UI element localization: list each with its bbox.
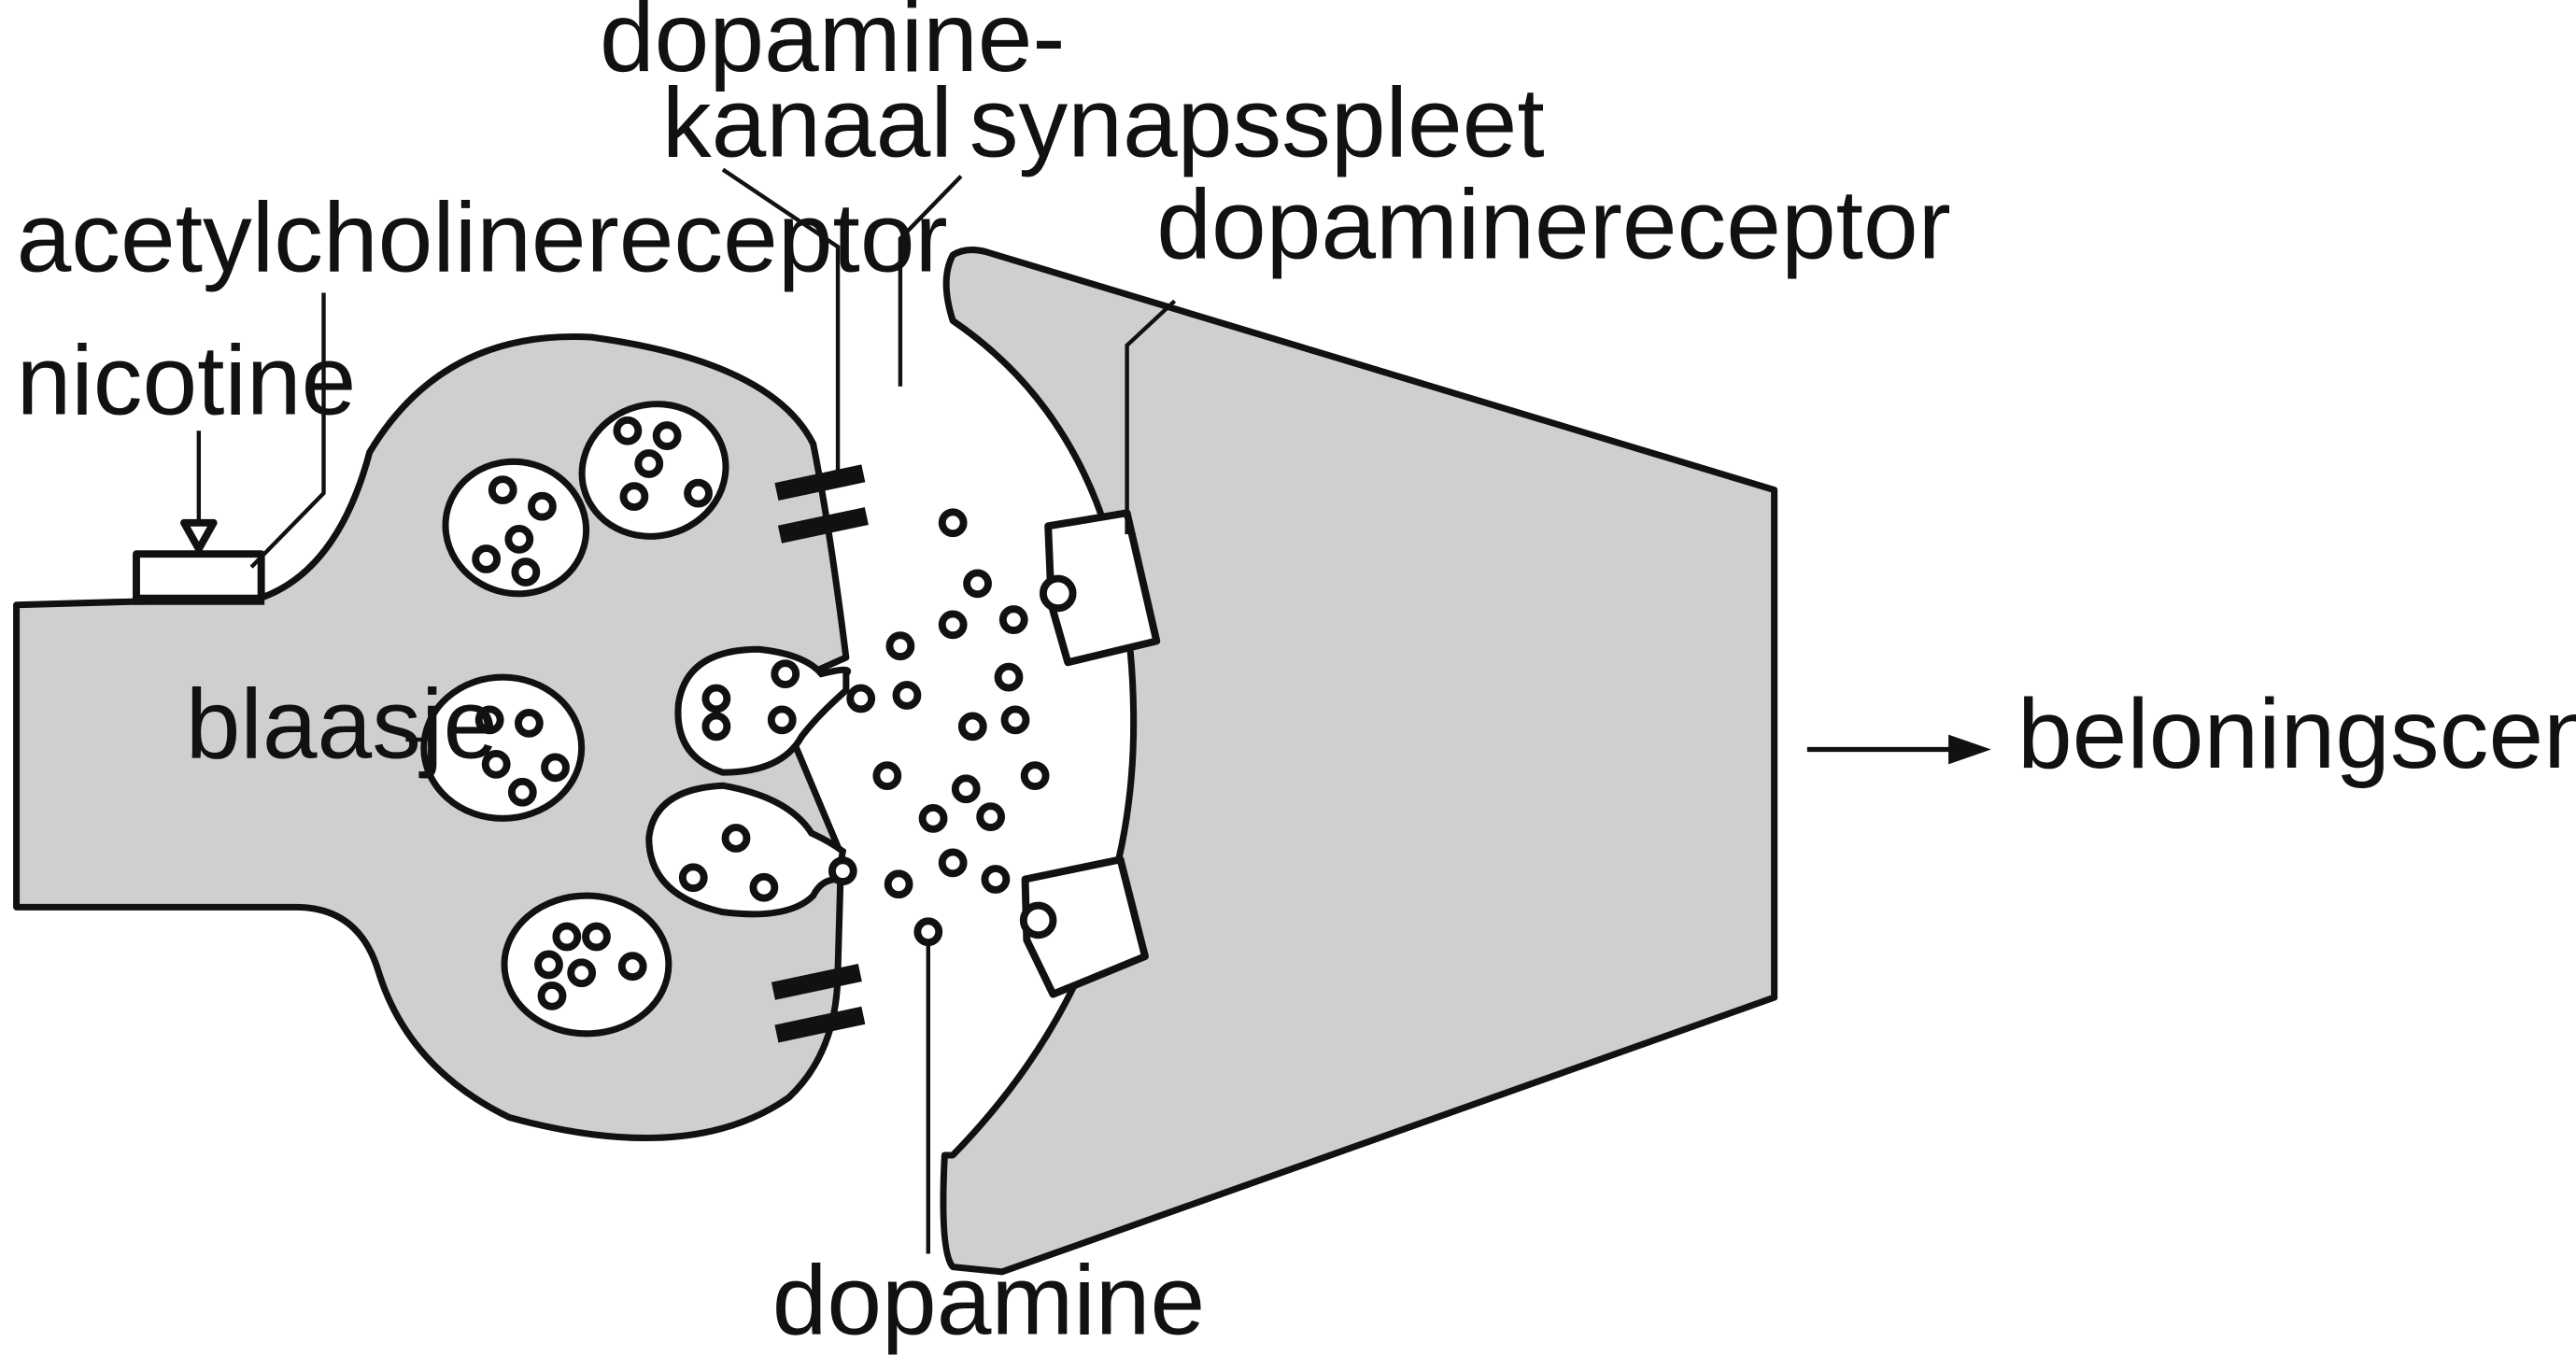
label-synaptic-cleft: synapsspleet [970, 68, 1545, 178]
dopamine-molecule [828, 856, 857, 886]
leader-acetylcholine-receptor [249, 292, 326, 569]
dopamine-molecule [1000, 705, 1030, 735]
dopamine-molecule [488, 475, 517, 504]
dopamine-receptor-upper [1044, 509, 1161, 667]
dopamine-molecule [846, 684, 876, 713]
dopamine-molecule [652, 421, 682, 450]
dopamine-molecule [474, 705, 504, 735]
dopamine-molecule [918, 803, 948, 833]
dopamine-molecule [951, 774, 981, 804]
dopamine-molecule [892, 681, 922, 710]
dopamine-molecule [749, 872, 779, 902]
dopamine-molecule [957, 712, 987, 742]
dopamine-molecule [541, 753, 570, 783]
label-acetylcholine-receptor: acetylcholinereceptor [17, 183, 948, 293]
label-dopamine-receptor: dopaminereceptor [1156, 170, 1951, 280]
dopamine-molecule [1020, 761, 1050, 791]
label-dopamine: dopamine [772, 1246, 1205, 1356]
dopamine-molecule [938, 610, 968, 640]
fusing-vesicle-upper [674, 645, 852, 776]
dopamine-molecule [885, 631, 915, 661]
dopamine-molecule [472, 544, 502, 573]
dopamine-molecule [537, 981, 567, 1010]
dopamine-molecule [619, 482, 649, 512]
label-reward-center: beloningscentrum [2017, 679, 2576, 789]
dopamine-molecule [504, 524, 534, 554]
dopamine-molecule [617, 952, 647, 982]
dopamine-molecule [976, 802, 1006, 832]
dopamine-molecule [701, 712, 731, 742]
dopamine-molecule [872, 761, 902, 791]
dopamine-molecule [1019, 901, 1057, 939]
dopamine-molecule [481, 749, 511, 779]
vesicle [420, 673, 586, 822]
label-vesicle: blaasje [186, 669, 498, 779]
dopamine-in-cleft [828, 508, 1050, 947]
dopamine-molecule [613, 416, 643, 445]
dopamine-molecule [511, 558, 541, 586]
dopamine-in-vesicles [472, 416, 800, 1010]
dopamine-molecule [721, 824, 751, 853]
dopamine-molecule [994, 662, 1024, 692]
leader-dopamine-receptor [1125, 299, 1177, 535]
dopamine-molecule [884, 869, 913, 899]
leader-synaptic-cleft [898, 175, 963, 387]
leader-dopamine-channel [721, 167, 841, 474]
dopamine-receptor-lower [1021, 855, 1149, 998]
dopamine-molecule [1039, 574, 1077, 613]
dopamine-molecule [684, 478, 713, 508]
dopamine-molecule [678, 863, 708, 893]
dopamine-molecule [507, 777, 537, 807]
dopamine-molecule [981, 865, 1011, 894]
dopamine-molecule [514, 708, 544, 738]
dopamine-molecule [771, 659, 800, 688]
label-nicotine: nicotine [17, 326, 357, 436]
dopamine-molecule [938, 848, 968, 878]
dopamine-channel-lower [771, 964, 866, 1043]
nicotine-molecule [180, 518, 218, 553]
label-dopamine-channel-line2: kanaal [662, 68, 953, 178]
dopamine-molecule [998, 605, 1028, 634]
dopamine-molecule [582, 922, 611, 952]
dopamine-molecule [767, 705, 797, 735]
dopamine-molecule [938, 508, 968, 538]
reward-arrow-head [1948, 734, 1991, 765]
dopamine-molecule [528, 491, 557, 521]
dopamine-molecule [552, 922, 582, 952]
postsynaptic-cell [940, 247, 1778, 1276]
acetylcholine-receptor [133, 550, 265, 602]
dopamine-molecule [913, 917, 943, 947]
label-dopamine-channel-line1: dopamine- [600, 0, 1066, 92]
dopamine-molecule [634, 449, 664, 478]
dopamine-molecule [963, 569, 992, 599]
dopamine-channel-upper [774, 464, 869, 544]
dopamine-molecule [534, 950, 563, 980]
dopamine-molecule [701, 684, 731, 713]
dopamine-molecule [567, 958, 597, 988]
acetylcholine-receptor-base [133, 595, 265, 605]
